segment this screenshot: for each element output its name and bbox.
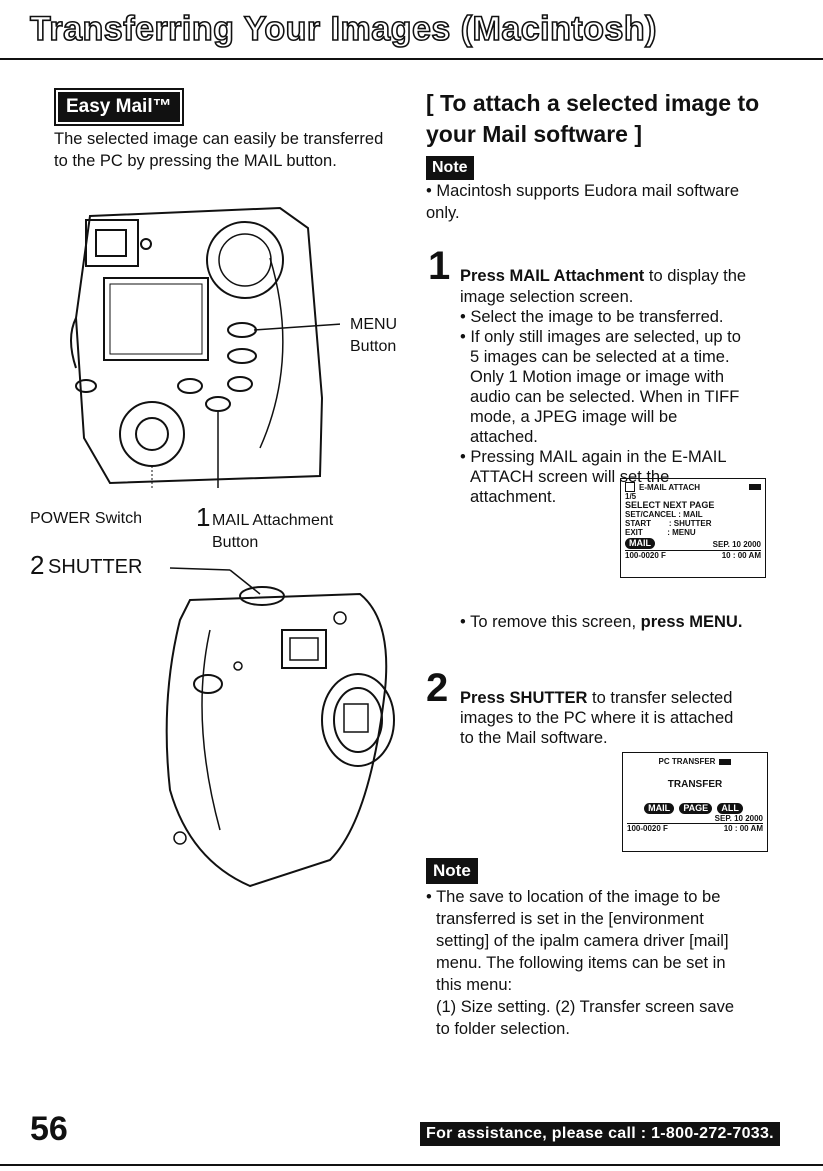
note-2-line: to folder selection. [436,1020,570,1038]
lcd1-counter: 1/5 [625,492,637,501]
battery-icon [719,758,732,765]
step-1-line: • If only still images are selected, up … [460,328,741,346]
lcd1-date: SEP. 10 2000 [712,540,761,549]
note-2-line: (1) Size setting. (2) Transfer screen sa… [436,998,735,1016]
step-2-heading-rest: to transfer selected [587,689,733,707]
step-1-line: image selection screen. [460,288,634,306]
lcd1-title: E-MAIL ATTACH [639,482,701,492]
step-2-number: 2 [426,666,449,710]
menu-button-label-2: Button [350,338,397,355]
assistance-banner: For assistance, please call : 1-800-272-… [420,1122,780,1146]
lcd2-file: 100-0020 F [627,824,668,833]
step-1-line: audio can be selected. When in TIFF [470,388,740,406]
lcd1-row: EXIT : MENU [625,528,696,537]
camera-back-illustration [70,206,340,488]
step-1-line: ATTACH screen will set the [470,468,670,486]
step-1-heading: Press MAIL Attachment to display the [460,266,746,286]
step-1-line: attachment. [470,488,557,506]
pc-transfer-lcd-screen: PC TRANSFER TRANSFER MAIL PAGE ALL SEP. … [622,752,768,852]
checkbox-icon [625,482,635,492]
step-1-heading-bold: Press MAIL Attachment [460,267,645,285]
lcd1-select: SELECT NEXT PAGE [625,500,715,510]
step-2-line: images to the PC where it is attached [460,709,734,727]
lcd2-mail-pill: MAIL [644,803,675,814]
note-tag: Note [426,156,474,180]
menu-button-label: MENU [350,316,398,333]
lcd2-all-pill: ALL [717,803,743,814]
step-2-details: images to the PC where it is attached to… [460,708,790,748]
header-rule [0,58,823,60]
lcd2-page-pill: PAGE [679,803,713,814]
step-1-line: Only 1 Motion image or image with [470,368,725,386]
mail-attachment-label-2: Button [212,534,259,551]
note-2-line: transferred is set in the [environment [436,910,704,928]
mail-attachment-step-number: 1 [196,502,211,532]
step-2-line: to the Mail software. [460,729,608,747]
step-1-details: image selection screen. • Select the ima… [460,287,790,507]
mail-attachment-label: MAIL Attachment [212,512,334,529]
footer-rule [0,1164,823,1166]
note-2-line: • The save to location of the image to b… [426,888,721,906]
note-2-tag-frame: Note [426,858,478,884]
lcd2-time: 10 : 00 AM [723,824,763,833]
lcd2-title: PC TRANSFER [658,757,716,766]
step-1-line: • Select the image to be transferred. [460,308,724,326]
battery-icon [749,484,761,490]
shutter-step-number: 2 [30,550,45,580]
easy-mail-tag-frame: Easy Mail™ [54,88,184,126]
step-1-line: mode, a JPEG image will be [470,408,678,426]
step-1-line: • Pressing MAIL again in the E-MAIL [460,448,727,466]
camera-front-illustration [165,567,395,888]
note-2-line: setting] of the ipalm camera driver [mai… [436,932,729,950]
lcd1-time: 10 : 00 AM [721,551,761,560]
attach-heading-line2: your Mail software ] [426,121,642,147]
step-1-line: attached. [470,428,538,446]
intro-text: The selected image can easily be transfe… [54,130,384,170]
step-1-number: 1 [428,244,451,288]
lcd1-row: START : SHUTTER [625,519,712,528]
step-2-heading: Press SHUTTER to transfer selected [460,688,732,708]
note-2-text: • The save to location of the image to b… [426,886,796,1040]
step-2-heading-bold: Press SHUTTER [460,689,588,707]
note-2-line: menu. The following items can be set in [436,954,726,972]
lcd1-file: 100-0020 F [625,551,666,560]
note-tag-frame: Note [426,156,474,180]
page-title: Transferring Your Images (Macintosh) [29,9,657,49]
step-1-heading-rest: to display the [644,267,747,285]
email-attach-lcd-screen: E-MAIL ATTACH 1/5 SELECT NEXT PAGE SET/C… [620,478,766,578]
attach-heading-line1: [ To attach a selected image to [426,90,760,116]
note-2-line: this menu: [436,976,513,994]
shutter-label: SHUTTER [48,556,143,578]
power-switch-label: POWER Switch [30,510,143,527]
easy-mail-tag: Easy Mail™ [58,92,180,122]
step-1-line: 5 images can be selected at a time. [470,348,730,366]
lcd1-mail-pill: MAIL [625,538,655,549]
page-number: 56 [30,1110,68,1148]
lcd1-row: SET/CANCEL : MAIL [625,510,703,519]
lcd2-date: SEP. 10 2000 [714,814,763,823]
remove-screen-instruction: • To remove this screen, press MENU. [460,613,743,631]
note-bullet: • Macintosh supports Eudora mail softwar… [426,182,740,222]
lcd2-center: TRANSFER [667,779,723,790]
note-2-tag: Note [426,858,478,884]
